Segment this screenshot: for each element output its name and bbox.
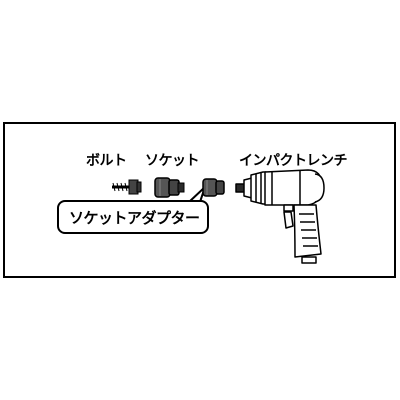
bolt-icon <box>112 179 142 195</box>
socket-adapter-icon <box>202 178 225 197</box>
socket-adapter-callout: ソケットアダプター <box>57 200 209 234</box>
impact-wrench-icon <box>235 169 325 264</box>
label-impact-wrench: インパクトレンチ <box>239 153 348 169</box>
label-socket-adapter: ソケットアダプター <box>69 209 200 227</box>
socket-icon <box>154 177 185 198</box>
label-bolt: ボルト <box>86 153 127 169</box>
label-socket: ソケット <box>145 153 200 169</box>
